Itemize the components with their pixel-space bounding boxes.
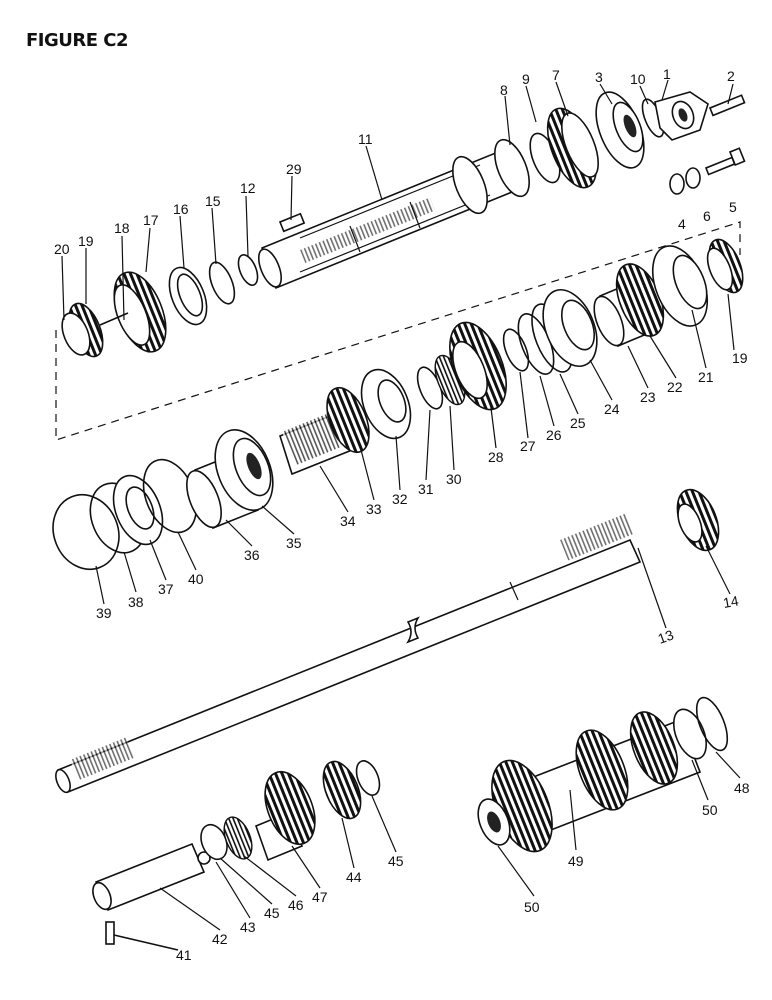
ring-part-16 — [168, 266, 208, 326]
bolt-part-5 — [704, 147, 746, 176]
callout-17: 17 — [143, 212, 159, 228]
callout-42: 42 — [212, 931, 228, 947]
callout-8: 8 — [500, 82, 508, 98]
retainer-part-1 — [654, 91, 709, 141]
ring-part-27 — [502, 328, 530, 372]
callout-9: 9 — [522, 71, 530, 87]
callout-26: 26 — [546, 427, 562, 443]
figure-title: FIGURE C2 — [26, 30, 129, 51]
callout-38: 38 — [128, 594, 144, 610]
gear-part-19-right — [706, 238, 744, 294]
callout-19-left: 19 — [78, 233, 94, 249]
callout-20: 20 — [54, 241, 70, 257]
callout-15: 15 — [205, 193, 221, 209]
alignment-dashed-line — [55, 221, 741, 441]
callout-19-right: 19 — [732, 350, 748, 366]
callout-45-right: 45 — [388, 853, 404, 869]
callout-46: 46 — [288, 897, 304, 913]
callout-50-right: 50 — [702, 802, 718, 818]
callout-24: 24 — [604, 401, 620, 417]
gear-part-47 — [254, 771, 316, 862]
callout-43: 43 — [240, 919, 256, 935]
bush-part-12 — [237, 254, 259, 286]
callout-37: 37 — [158, 581, 174, 597]
gear-part-17 — [113, 271, 167, 353]
gear-part-33 — [326, 386, 370, 454]
layshaft-assembly — [477, 696, 729, 853]
callout-25: 25 — [570, 415, 586, 431]
callout-1: 1 — [663, 66, 671, 82]
sleeve-part-21 — [651, 245, 709, 327]
key-part-29 — [278, 212, 306, 233]
gear-cluster-mid — [575, 729, 629, 811]
pin-part-42 — [92, 842, 206, 912]
gear-part-44 — [322, 760, 362, 820]
callout-36: 36 — [244, 547, 260, 563]
callout-3: 3 — [595, 69, 603, 85]
bearing-part-37 — [112, 474, 164, 546]
bolt-part-2 — [708, 94, 746, 117]
bearing-part-50-left — [477, 798, 511, 846]
callout-41: 41 — [176, 947, 192, 963]
gear-cluster-right — [629, 711, 679, 785]
callout-4: 4 — [678, 216, 686, 232]
callout-35: 35 — [286, 535, 302, 551]
roll-pin-part-41 — [105, 921, 115, 945]
callout-44: 44 — [346, 869, 362, 885]
bearing-part-35 — [214, 429, 274, 511]
callout-48: 48 — [734, 780, 750, 796]
callout-21: 21 — [698, 369, 714, 385]
bearing-part-24 — [542, 289, 598, 367]
gear-part-14 — [676, 488, 720, 552]
callout-13: 13 — [656, 626, 676, 646]
washer-part-4 — [669, 173, 685, 195]
callout-50-left: 50 — [524, 899, 540, 915]
collar-part-8 — [452, 132, 561, 215]
gear-part-28 — [449, 321, 507, 411]
washer-part-45-right — [355, 760, 381, 796]
callout-45-left: 45 — [264, 905, 280, 921]
ball-part-43 — [197, 851, 211, 865]
callout-labels: 1 2 3 4 5 6 7 8 9 10 11 12 13 14 15 16 1… — [54, 66, 750, 963]
mainshaft-assembly — [52, 238, 744, 571]
callout-28: 28 — [488, 449, 504, 465]
leader-lines — [61, 79, 734, 321]
callout-7: 7 — [552, 67, 560, 83]
input-shaft-part-13 — [55, 513, 642, 794]
callout-18: 18 — [114, 220, 130, 236]
callout-23: 23 — [640, 389, 656, 405]
callout-29: 29 — [286, 161, 302, 177]
circlip-part-39 — [52, 493, 120, 571]
callout-33: 33 — [366, 501, 382, 517]
callout-47: 47 — [312, 889, 328, 905]
reverse-idler-assembly — [92, 760, 381, 951]
callout-31: 31 — [418, 481, 434, 497]
callout-14: 14 — [722, 592, 740, 610]
callout-11: 11 — [358, 131, 373, 147]
callout-2: 2 — [727, 68, 735, 84]
bearing-part-3 — [595, 91, 645, 169]
callout-6: 6 — [703, 208, 711, 224]
callout-10: 10 — [630, 71, 646, 87]
callout-22: 22 — [667, 379, 683, 395]
callout-5: 5 — [729, 199, 737, 215]
callout-32: 32 — [392, 491, 408, 507]
callout-40: 40 — [188, 571, 204, 587]
gear-part-19-left — [61, 302, 129, 358]
lockwasher-part-6 — [685, 167, 701, 189]
callout-30: 30 — [446, 471, 462, 487]
callout-27: 27 — [520, 438, 536, 454]
ring-part-48 — [695, 696, 729, 752]
callout-16: 16 — [173, 201, 189, 217]
circlip-part-15 — [208, 261, 236, 305]
callout-12: 12 — [240, 180, 256, 196]
callout-39: 39 — [96, 605, 112, 621]
callout-49: 49 — [568, 853, 584, 869]
callout-34: 34 — [340, 513, 356, 529]
bearing-part-32 — [360, 368, 412, 440]
leader-lines-lower — [95, 293, 741, 931]
